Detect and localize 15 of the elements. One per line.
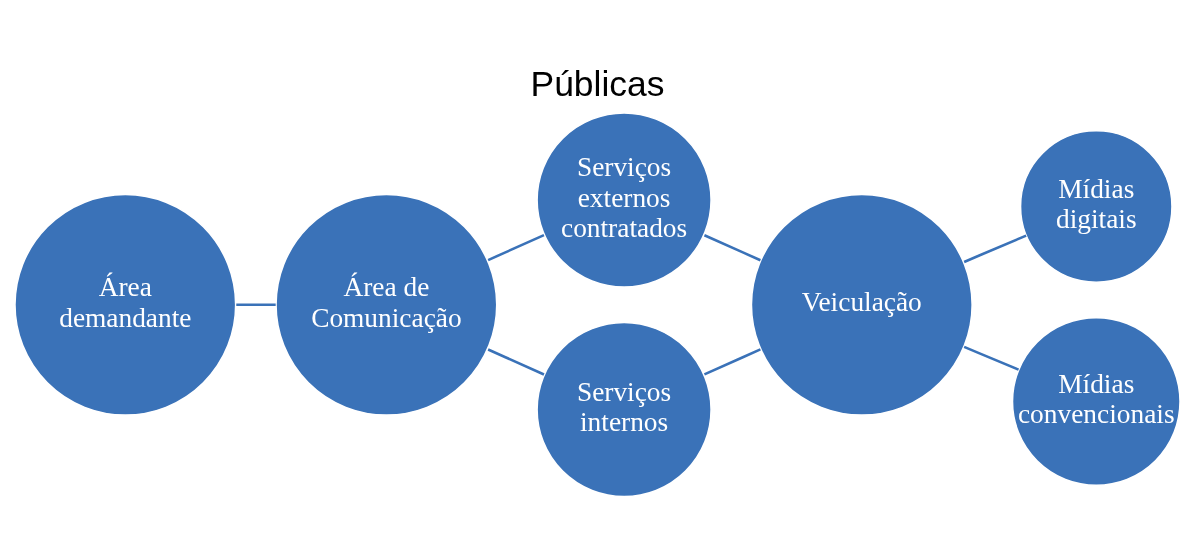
node-circle: Área demandante (14, 193, 237, 416)
connector (487, 348, 545, 376)
node-circle: Serviços externos contratados (536, 112, 712, 288)
connector (963, 345, 1020, 371)
node-circle: Área de Comunicação (275, 193, 498, 416)
node-circle: Serviços internos (536, 321, 712, 498)
connector (703, 234, 761, 262)
node-circle: Veiculação (750, 193, 973, 416)
node-circle: Mídias convencionais (1011, 316, 1181, 487)
connector (236, 303, 276, 307)
diagram-title: Públicas (530, 64, 665, 105)
connector (487, 233, 545, 262)
connector (963, 234, 1027, 264)
connector (703, 348, 761, 376)
node-circle: Mídias digitais (1019, 129, 1173, 284)
